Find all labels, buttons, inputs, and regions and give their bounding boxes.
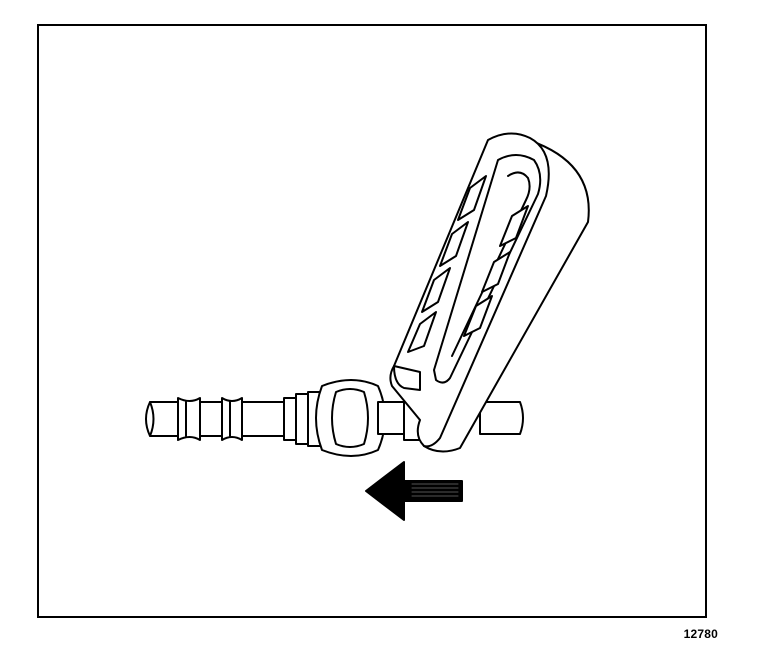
pipe-right — [479, 401, 524, 435]
figure-frame — [37, 24, 707, 618]
connector-body — [307, 379, 421, 457]
release-tool — [389, 132, 590, 453]
pipe-left — [145, 393, 309, 445]
direction-arrow — [365, 461, 463, 521]
figure-number: 12780 — [683, 627, 718, 641]
